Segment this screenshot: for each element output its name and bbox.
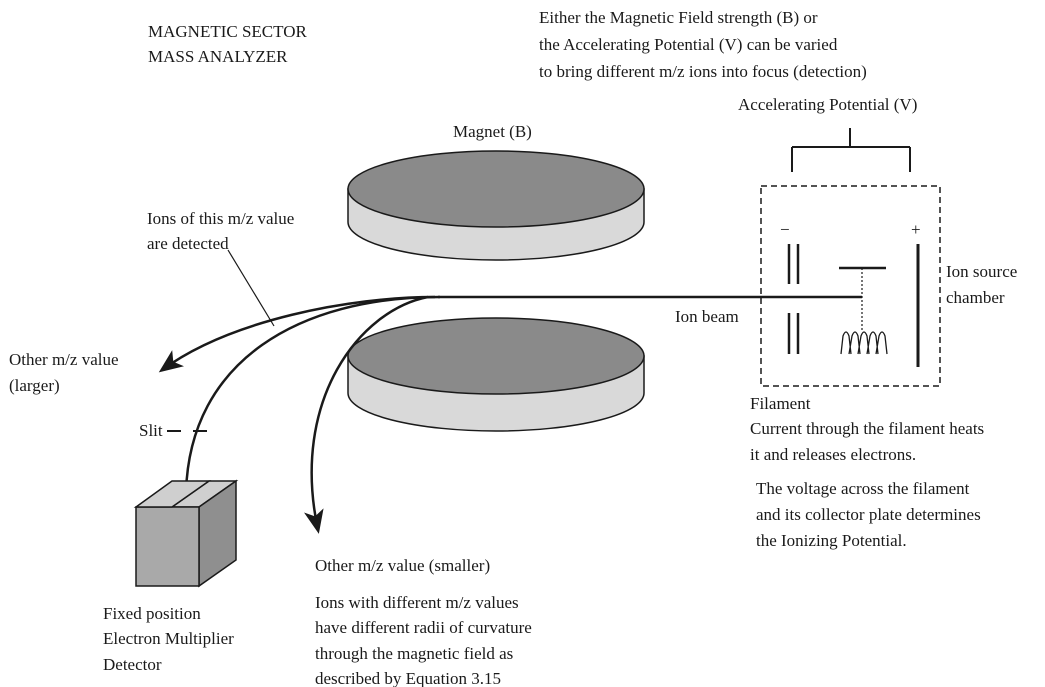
radii-note: Ions with different m/z values have diff… [315,593,536,687]
potential-bracket [791,128,911,172]
minus-sign: − [780,220,790,239]
magnet-label: Magnet (B) [453,122,532,141]
diagram-title: MAGNETIC SECTOR MASS ANALYZER [148,22,311,66]
ion-source-label: Ion source chamber [946,262,1022,307]
accelerating-potential-label: Accelerating Potential (V) [738,95,917,114]
trajectory-smaller [304,295,429,534]
negative-plates [787,244,800,354]
voltage-note: The voltage across the filament and its … [756,479,985,550]
trajectory-larger [158,295,436,373]
magnet-upper [347,150,645,261]
detected-leader-line [227,249,275,327]
filament-coil [840,331,888,355]
detected-ions-label: Ions of this m/z value are detected [147,209,299,253]
ion-beam-label: Ion beam [675,307,739,326]
slit-label: Slit [139,421,163,440]
magnet-lower [347,317,645,432]
top-note: Either the Magnetic Field strength (B) o… [539,8,867,81]
ion-source-chamber [760,185,941,387]
other-larger-label: Other m/z value (larger) [9,350,123,395]
detector-cube [133,479,239,588]
other-smaller-label: Other m/z value (smaller) [315,556,490,575]
plus-sign: + [911,220,921,239]
trajectory-detected [184,295,441,493]
detector-label: Fixed position Electron Multiplier Detec… [103,604,238,674]
filament-note: Filament Current through the filament he… [750,394,988,464]
